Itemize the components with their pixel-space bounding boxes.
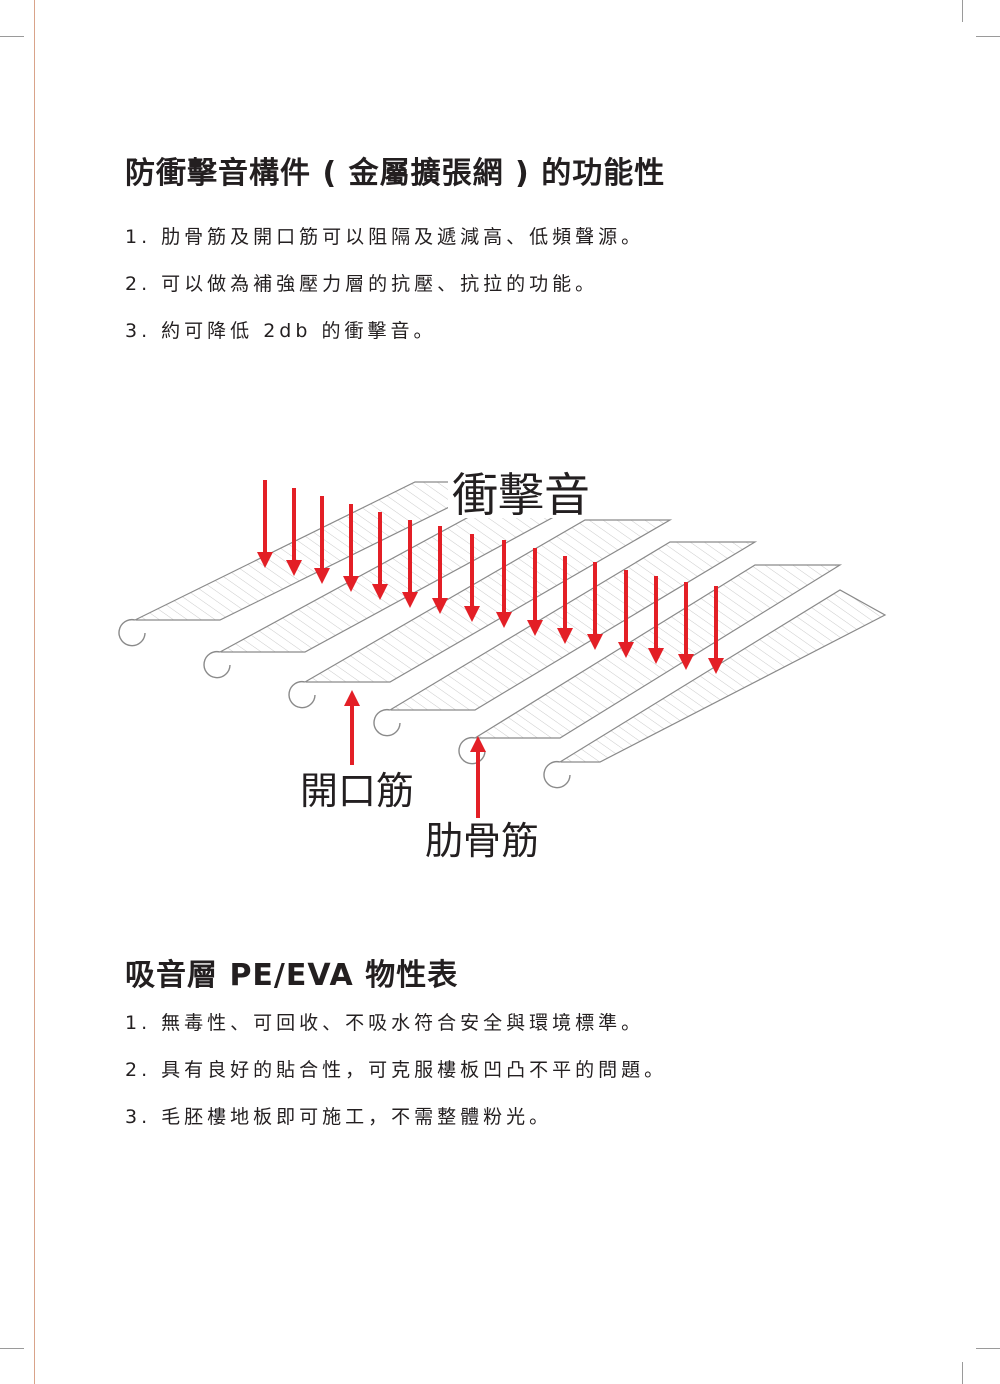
mesh-diagram: 衝擊音 開口筋 肋骨筋: [118, 466, 887, 863]
crop-mark-top-right-v: [962, 0, 963, 22]
rib-roll: [543, 760, 571, 789]
list-item: 3. 約可降低 2db 的衝擊音。: [125, 320, 437, 342]
list-item: 3. 毛胚樓地板即可施工，不需整體粉光。: [125, 1106, 553, 1128]
mesh-strip: [557, 589, 887, 763]
section2-title: 吸音層 PE/EVA 物性表: [125, 958, 459, 993]
rib-roll: [118, 618, 146, 647]
mesh-strips: [134, 481, 887, 763]
rib-roll: [203, 650, 231, 679]
mesh-strip: [302, 519, 673, 683]
impact-label-bg: [448, 466, 606, 518]
list-item: 2. 可以做為補強壓力層的抗壓、抗拉的功能。: [125, 273, 599, 295]
crop-mark-bottom-left-h: [0, 1348, 24, 1349]
mesh-strip: [387, 541, 758, 711]
crop-mark-top-right-h: [976, 36, 1000, 37]
list-item: 1. 肋骨筋及開口筋可以阻隔及遞減高、低頻聲源。: [125, 226, 645, 248]
impact-label: 衝擊音: [452, 468, 590, 522]
crop-mark-top-left-h: [0, 36, 24, 37]
list-item: 1. 無毒性、可回收、不吸水符合安全與環境標準。: [125, 1012, 645, 1034]
section2-list: 1. 無毒性、可回收、不吸水符合安全與環境標準。 2. 具有良好的貼合性，可克服…: [125, 1000, 667, 1141]
crop-mark-bottom-right-v: [962, 1362, 963, 1384]
pointer-arrows: [344, 690, 486, 818]
opening-rib-label: 開口筋: [300, 769, 414, 813]
impact-arrows: [257, 480, 724, 674]
list-item: 2. 具有良好的貼合性，可克服樓板凹凸不平的問題。: [125, 1059, 668, 1081]
rib-label: 肋骨筋: [425, 819, 539, 863]
rib-roll: [373, 708, 401, 737]
rib-roll: [288, 680, 316, 709]
section1-title: 防衝擊音構件 ( 金屬擴張網 ) 的功能性: [125, 156, 666, 191]
section1-list: 1. 肋骨筋及開口筋可以阻隔及遞減高、低頻聲源。 2. 可以做為補強壓力層的抗壓…: [125, 214, 644, 355]
rib-roll: [458, 736, 486, 765]
crop-mark-bottom-right-h: [976, 1348, 1000, 1349]
page-edge-line: [34, 0, 35, 1384]
